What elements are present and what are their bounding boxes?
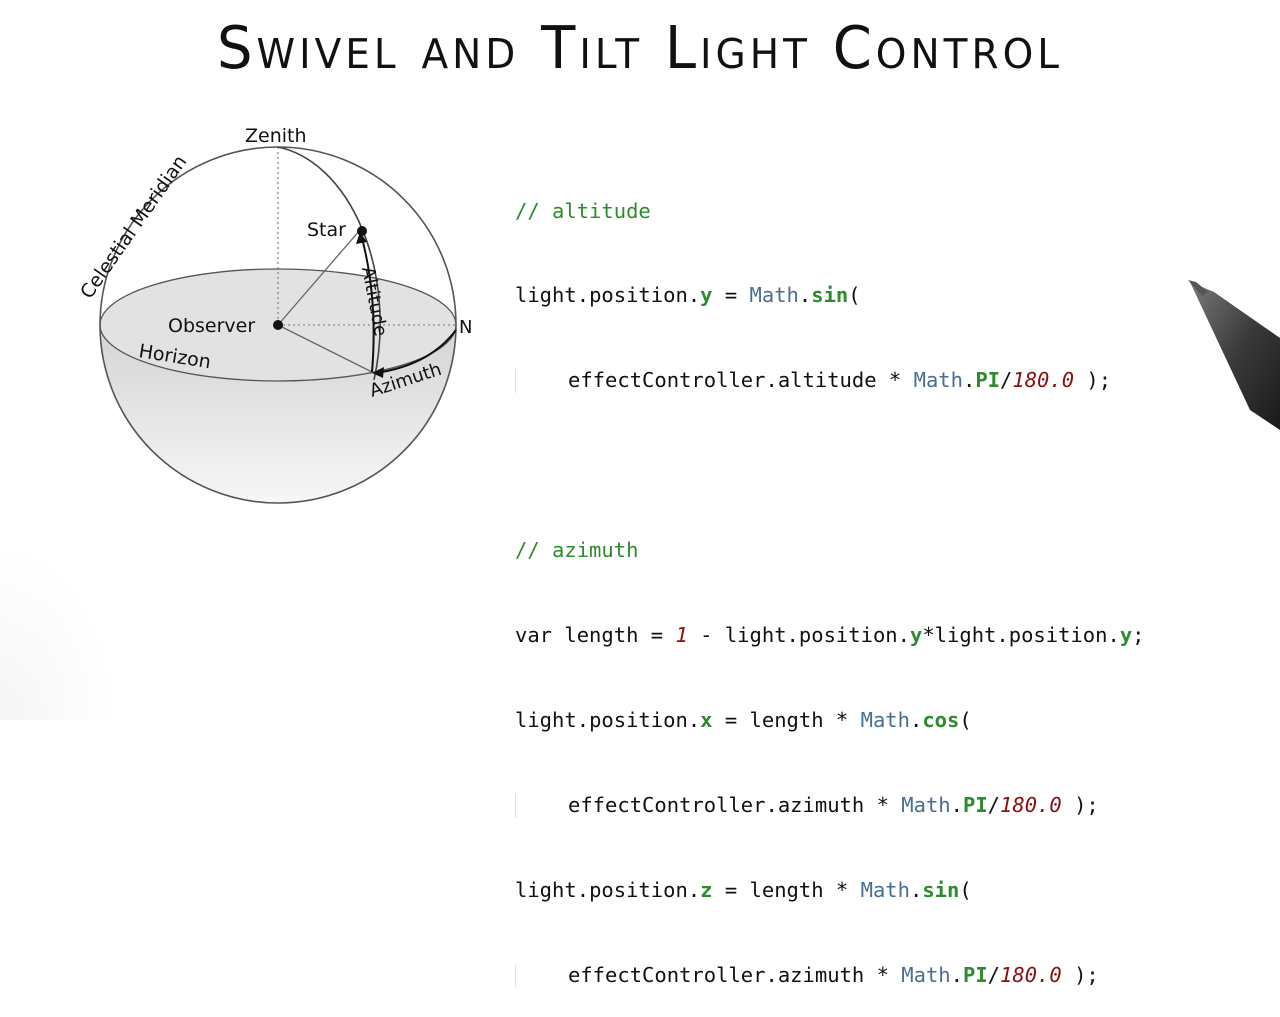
code-line-8: effectController.azimuth * Math.PI/180.0… [515, 791, 1145, 819]
corner-shadow [0, 540, 120, 720]
code-line-10: effectController.azimuth * Math.PI/180.0… [515, 961, 1145, 989]
altitude-arrow-head [356, 232, 367, 244]
altitude-arrow [361, 237, 375, 373]
star-label: Star [307, 219, 346, 241]
code-line-3: effectController.altitude * Math.PI/180.… [515, 366, 1145, 394]
code-line-9: light.position.z = length * Math.sin( [515, 877, 972, 902]
code-line-7: light.position.x = length * Math.cos( [515, 707, 972, 732]
code-line-2: light.position.y = Math.sin( [515, 283, 861, 308]
code-line-6: var length = 1 - light.position.y*light.… [515, 623, 1145, 648]
azimuth-arrow [375, 329, 457, 374]
azimuth-arrow-head [372, 367, 384, 378]
code-block: // altitude light.position.y = Math.sin(… [515, 140, 1145, 1017]
code-line-5: // azimuth [515, 536, 1145, 564]
observer-point [273, 320, 283, 330]
indent-guide [515, 963, 568, 988]
star-point [357, 226, 367, 236]
celestial-sphere-diagram: Zenith Celestial Meridian Star Altitude … [76, 125, 472, 504]
comment-azimuth: // azimuth [515, 538, 639, 563]
observer-horizon-line [277, 324, 373, 373]
comment-altitude: // altitude [515, 198, 651, 223]
page-title: Swivel and Tilt Light Control [216, 14, 1064, 83]
indent-guide [515, 793, 568, 818]
observer-star-line [277, 229, 361, 326]
observer-label: Observer [168, 315, 255, 337]
zenith-label: Zenith [245, 125, 307, 147]
pen-icon [1188, 280, 1280, 430]
north-label: N [459, 317, 472, 338]
indent-guide [515, 369, 568, 394]
code-line-1: // altitude [515, 197, 1145, 225]
